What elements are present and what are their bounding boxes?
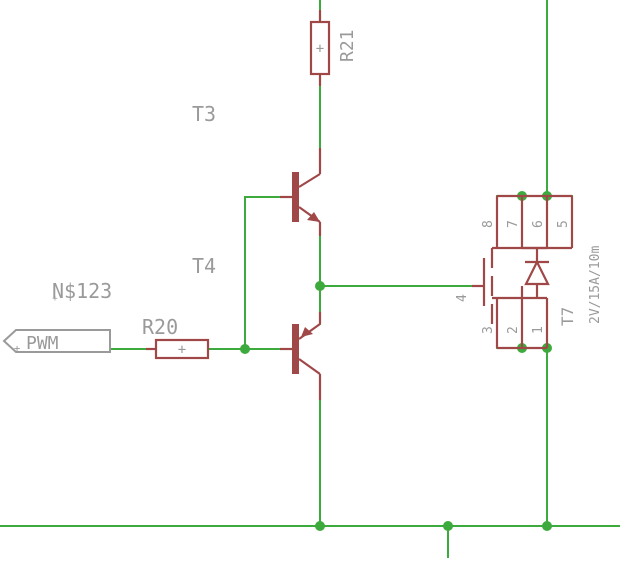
mosfet-t7[interactable]: 8 7 6 5 4 3 2 1 T7 2V/15A/10m xyxy=(455,194,603,350)
r20-plus-marker: + xyxy=(178,342,186,358)
net-label: N$123 + xyxy=(52,279,112,304)
t4-collector xyxy=(298,358,321,375)
pwm-port-origin-marker: + xyxy=(14,342,21,355)
junction-dot xyxy=(443,521,453,531)
net-label-text: N$123 xyxy=(52,279,112,303)
r20-label: R20 xyxy=(142,315,178,339)
resistor-r21[interactable]: + R21 xyxy=(309,10,358,86)
junction-dot xyxy=(315,281,325,291)
t7-diode-triangle xyxy=(524,259,550,286)
t4-base-bar xyxy=(292,324,299,374)
t7-pin-3-label: 3 xyxy=(481,326,496,334)
t7-pin-6-label: 6 xyxy=(531,220,546,228)
junction-dot xyxy=(542,521,552,531)
t3-label: T3 xyxy=(192,102,216,126)
r20-body xyxy=(154,338,210,360)
pwm-port[interactable]: + PWM xyxy=(2,329,111,355)
resistor-r20[interactable]: + R20 xyxy=(142,315,210,360)
t4-label: T4 xyxy=(192,254,216,278)
junctions xyxy=(240,191,552,531)
t3-emitter-arrow xyxy=(307,212,320,222)
transistor-t4[interactable]: T4 xyxy=(192,254,322,400)
junction-dot xyxy=(315,521,325,531)
t7-pin-5-label: 5 xyxy=(556,220,571,228)
t3-collector xyxy=(298,173,321,188)
net-label-origin-marker: + xyxy=(52,294,58,304)
t7-label: T7 xyxy=(558,307,577,326)
junction-dot xyxy=(240,344,250,354)
t7-pin-1-label: 1 xyxy=(531,326,546,334)
t7-pin-4-label: 4 xyxy=(455,294,470,302)
t7-value-label: 2V/15A/10m xyxy=(588,246,603,324)
t7-pin-2-label: 2 xyxy=(506,326,521,334)
r21-label: R21 xyxy=(337,29,358,62)
t3-base-bar xyxy=(292,172,299,222)
r21-plus-marker: + xyxy=(316,41,324,57)
t7-pin-8-label: 8 xyxy=(481,220,496,228)
pwm-port-label: PWM xyxy=(26,333,59,354)
transistor-t3[interactable]: T3 xyxy=(192,102,322,236)
t7-pin-7-label: 7 xyxy=(506,220,521,228)
pwm-port-outline xyxy=(2,329,111,353)
t4-emitter-arrow xyxy=(301,327,313,337)
